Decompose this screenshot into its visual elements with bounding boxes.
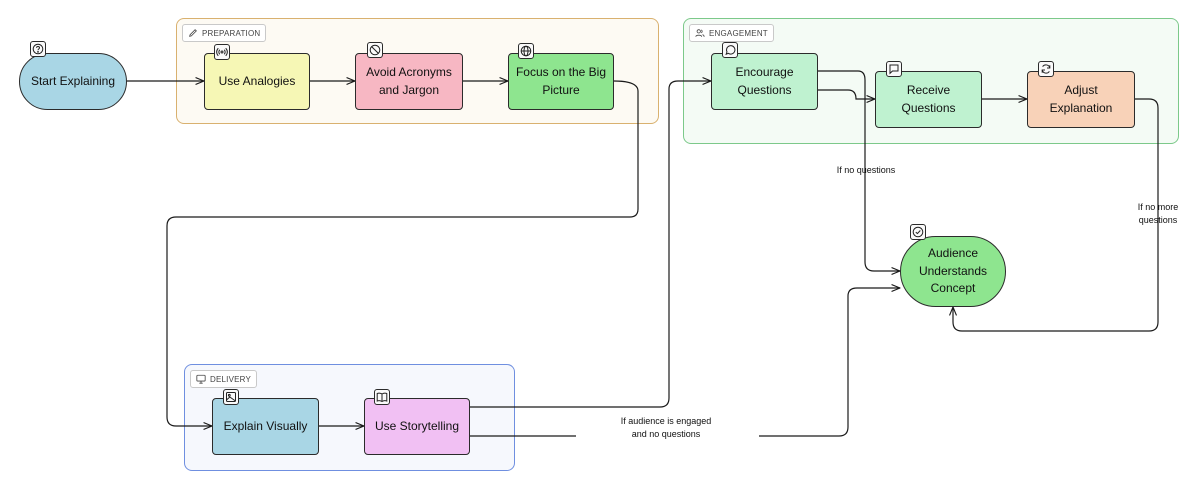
edge-storytelling-to-understands [470, 288, 900, 437]
preparation-group-label: PREPARATION [182, 24, 267, 42]
receive-questions-label: Receive Questions [901, 83, 956, 115]
start-explaining-node[interactable]: Start Explaining [19, 53, 127, 110]
audience-understands-node[interactable]: Audience Understands Concept [900, 236, 1006, 307]
question-icon [30, 41, 46, 57]
explain-visually-node[interactable]: Explain Visually [212, 398, 319, 455]
edge-label-engaged: If audience is engaged and no questions [620, 416, 712, 440]
refresh-icon [1038, 61, 1054, 77]
start-explaining-label: Start Explaining [30, 73, 116, 88]
delivery-label-text: DELIVERY [210, 374, 252, 384]
book-icon [374, 389, 390, 405]
edge-storytelling-to-encourage [470, 81, 711, 408]
receive-questions-node[interactable]: Receive Questions [875, 71, 982, 128]
message-square-icon [886, 61, 902, 77]
audience-understands-label: Audience Understands Concept [918, 246, 988, 296]
edge-encourage-to-receive [818, 89, 875, 99]
globe-icon [518, 43, 534, 59]
edge-adjust-to-understands [953, 98, 1159, 332]
monitor-icon [196, 374, 206, 384]
check-circle-icon [910, 224, 926, 240]
focus-big-picture-label: Focus on the Big Picture [515, 65, 607, 97]
broadcast-icon [214, 44, 230, 60]
adjust-explanation-label: Adjust Explanation [1049, 83, 1113, 115]
use-storytelling-label: Use Storytelling [374, 418, 460, 433]
encourage-questions-label: Encourage Questions [735, 65, 794, 97]
message-circle-icon [722, 42, 738, 58]
users-icon [695, 29, 705, 37]
focus-big-picture-node[interactable]: Focus on the Big Picture [508, 53, 614, 110]
use-analogies-label: Use Analogies [218, 73, 296, 88]
use-analogies-node[interactable]: Use Analogies [204, 53, 310, 110]
engagement-group-label: ENGAGEMENT [689, 24, 774, 42]
edge-label-no-questions: If no questions [836, 165, 896, 175]
delivery-group-label: DELIVERY [190, 370, 258, 388]
image-icon [223, 389, 239, 405]
avoid-acronyms-node[interactable]: Avoid Acronyms and Jargon [355, 53, 463, 110]
explain-visually-label: Explain Visually [223, 418, 308, 433]
pencil-icon [189, 29, 197, 37]
encourage-questions-node[interactable]: Encourage Questions [711, 53, 818, 110]
engagement-label-text: ENGAGEMENT [709, 28, 768, 38]
ban-icon [367, 42, 383, 58]
avoid-acronyms-label: Avoid Acronyms and Jargon [366, 65, 452, 97]
edge-label-no-more-questions: If no more questions [1137, 202, 1179, 226]
edge-encourage-to-understands [818, 70, 900, 271]
preparation-label-text: PREPARATION [202, 28, 261, 38]
edge-bigpicture-to-visually [166, 80, 639, 426]
adjust-explanation-node[interactable]: Adjust Explanation [1027, 71, 1135, 128]
use-storytelling-node[interactable]: Use Storytelling [364, 398, 470, 455]
